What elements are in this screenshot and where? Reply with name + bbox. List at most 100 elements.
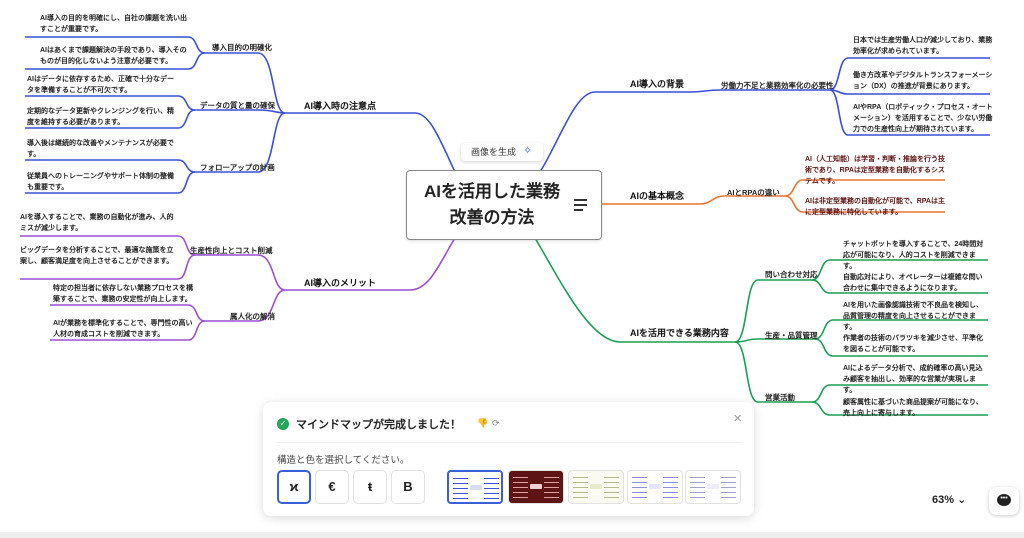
- theme-preview-line: [663, 482, 678, 483]
- theme-preview-line: [544, 482, 559, 483]
- panel-subtitle: 構造と色を選択してください。: [277, 455, 410, 466]
- theme-preview-line: [453, 488, 468, 489]
- theme-option[interactable]: [447, 470, 503, 504]
- theme-preview-line: [544, 492, 559, 493]
- refresh-icon[interactable]: ⟳: [492, 418, 500, 428]
- theme-preview-line: [573, 497, 588, 498]
- leaf-text: AIを用いた画像認識技術で不良品を検知し、品質管理の精度を向上させることができま…: [843, 302, 983, 331]
- theme-preview-line: [573, 477, 588, 478]
- branch-concept[interactable]: AIの基本概念: [630, 191, 685, 201]
- completion-panel: ✓ マインドマップが完成しました！ 👎 ⟳ × 構造と色を選択してください。 ϰ…: [263, 402, 754, 516]
- theme-preview-line: [663, 497, 678, 498]
- theme-preview-line: [604, 492, 619, 493]
- sub-sales[interactable]: 営業活動: [765, 393, 795, 402]
- close-icon[interactable]: ×: [733, 410, 742, 427]
- theme-preview-line: [690, 482, 705, 483]
- branch-precautions[interactable]: AI導入時の注意点: [304, 101, 377, 111]
- branch-background[interactable]: AI導入の背景: [630, 79, 685, 89]
- theme-preview-line: [513, 487, 528, 488]
- theme-preview-line: [632, 492, 647, 493]
- thumbs-down-icon[interactable]: 👎: [477, 418, 489, 428]
- theme-preview-line: [604, 482, 619, 483]
- sub-productivity[interactable]: 生産性向上とコスト削減: [190, 246, 273, 255]
- theme-preview-line: [604, 487, 619, 488]
- theme-option[interactable]: [568, 470, 624, 504]
- sub-followup[interactable]: フォローアップの計画: [200, 163, 275, 172]
- theme-preview-line: [604, 497, 619, 498]
- theme-option[interactable]: [627, 470, 683, 504]
- theme-option[interactable]: [685, 470, 741, 504]
- leaf-text: ビッグデータを分析することで、最適な施策を立案し、顧客満足度を向上させることがで…: [20, 247, 174, 265]
- theme-preview-line: [513, 482, 528, 483]
- leaf-text: 自動応対により、オペレーターは複雑な問い合わせに集中できるようになります。: [843, 274, 983, 292]
- sub-production[interactable]: 生産・品質管理: [765, 331, 818, 340]
- leaf-text: 導入後は継続的な改善やメンテナンスが必要です。: [27, 140, 174, 158]
- theme-preview-line: [453, 493, 468, 494]
- theme-preview-line: [573, 492, 588, 493]
- theme-preview-line: [721, 487, 736, 488]
- theme-preview-line: [453, 498, 468, 499]
- theme-preview-line: [632, 482, 647, 483]
- leaf-text: AI導入の目的を明確にし、自社の課題を洗い出すことが重要です。: [40, 15, 187, 33]
- theme-preview-line: [721, 492, 736, 493]
- leaf-text: 特定の担当者に依存しない業務プロセスを構築することで、業務の安定性が向上します。: [53, 285, 193, 303]
- structure-option-left[interactable]: €: [315, 470, 349, 504]
- menu-icon[interactable]: [574, 199, 587, 214]
- leaf-text: 日本では生産労働人口が減少しており、業務効率化が求められています。: [853, 37, 993, 55]
- chat-icon: •••: [997, 494, 1011, 506]
- check-icon: ✓: [277, 418, 289, 430]
- theme-preview-line: [663, 487, 678, 488]
- leaf-text: AIを導入することで、業務の自動化が進み、人的ミスが減少します。: [20, 214, 174, 232]
- structure-option-tree[interactable]: ŧ: [353, 470, 387, 504]
- branch-merits[interactable]: AI導入のメリット: [304, 278, 377, 288]
- theme-preview-center: [649, 484, 661, 489]
- theme-preview-line: [573, 487, 588, 488]
- theme-preview-center: [530, 484, 542, 489]
- theme-preview-line: [632, 497, 647, 498]
- sub-labor-shortage[interactable]: 労働力不足と業務効率化の必要性: [721, 81, 834, 90]
- leaf-text: チャットボットを導入することで、24時間対応が可能になり、人的コストを削減できま…: [843, 241, 984, 270]
- sub-dependency[interactable]: 属人化の解消: [230, 312, 275, 321]
- sub-ai-vs-rpa[interactable]: AIとRPAの違い: [727, 188, 780, 197]
- generate-image-label: 画像を生成: [471, 147, 517, 157]
- theme-preview-center: [470, 485, 482, 490]
- sub-inquiry[interactable]: 問い合わせ対応: [765, 270, 818, 279]
- theme-preview-line: [690, 477, 705, 478]
- sub-purpose[interactable]: 導入目的の明確化: [212, 43, 272, 52]
- leaf-text: 定期的なデータ更新やクレンジングを行い、精度を維持する必要があります。: [27, 108, 174, 126]
- leaf-text: AIやRPA（ロボティック・プロセス・オートメーション）を活用することで、少ない…: [853, 104, 993, 133]
- theme-preview-line: [544, 487, 559, 488]
- theme-preview-line: [721, 497, 736, 498]
- divider: [277, 442, 740, 443]
- theme-preview-line: [484, 493, 499, 494]
- leaf-text: AI（人工知能）は学習・判断・推論を行う技術であり、RPAは定型業務を自動化する…: [805, 156, 945, 185]
- leaf-text: AIは非定型業務の自動化が可能で、RPAは主に定型業務に特化しています。: [805, 198, 945, 216]
- leaf-text: AIによるデータ分析で、成約確率の高い見込み顧客を抽出し、効率的な営業が実現しま…: [843, 365, 983, 394]
- branch-tasks[interactable]: AIを活用できる業務内容: [630, 328, 729, 338]
- generate-image-button[interactable]: 画像を生成 ✧: [461, 143, 543, 161]
- theme-preview-line: [484, 498, 499, 499]
- leaf-text: 働き方改革やデジタルトランスフォーメーション（DX）の推進が背景にあります。: [853, 72, 993, 90]
- theme-option[interactable]: [508, 470, 564, 504]
- theme-preview-line: [453, 483, 468, 484]
- theme-preview-line: [484, 478, 499, 479]
- theme-preview-line: [544, 497, 559, 498]
- structure-option-org[interactable]: B: [391, 470, 425, 504]
- theme-preview-line: [513, 477, 528, 478]
- zoom-control[interactable]: 63% ⌄: [932, 493, 966, 506]
- theme-preview-line: [690, 492, 705, 493]
- theme-preview-line: [513, 497, 528, 498]
- chat-button[interactable]: •••: [989, 487, 1019, 515]
- structure-option-bilateral[interactable]: ϰ: [277, 470, 311, 504]
- bottom-scrollbar[interactable]: [0, 532, 1024, 538]
- theme-preview-line: [573, 482, 588, 483]
- leaf-text: 従業員へのトレーニングやサポート体制の整備も重要です。: [27, 173, 174, 191]
- theme-preview-center: [707, 484, 719, 489]
- theme-preview-line: [544, 477, 559, 478]
- theme-preview-line: [604, 477, 619, 478]
- theme-preview-line: [453, 478, 468, 479]
- theme-preview-line: [484, 488, 499, 489]
- sub-data-quality[interactable]: データの質と量の確保: [200, 101, 275, 110]
- central-node[interactable]: AIを活用した業務改善の方法: [406, 170, 602, 240]
